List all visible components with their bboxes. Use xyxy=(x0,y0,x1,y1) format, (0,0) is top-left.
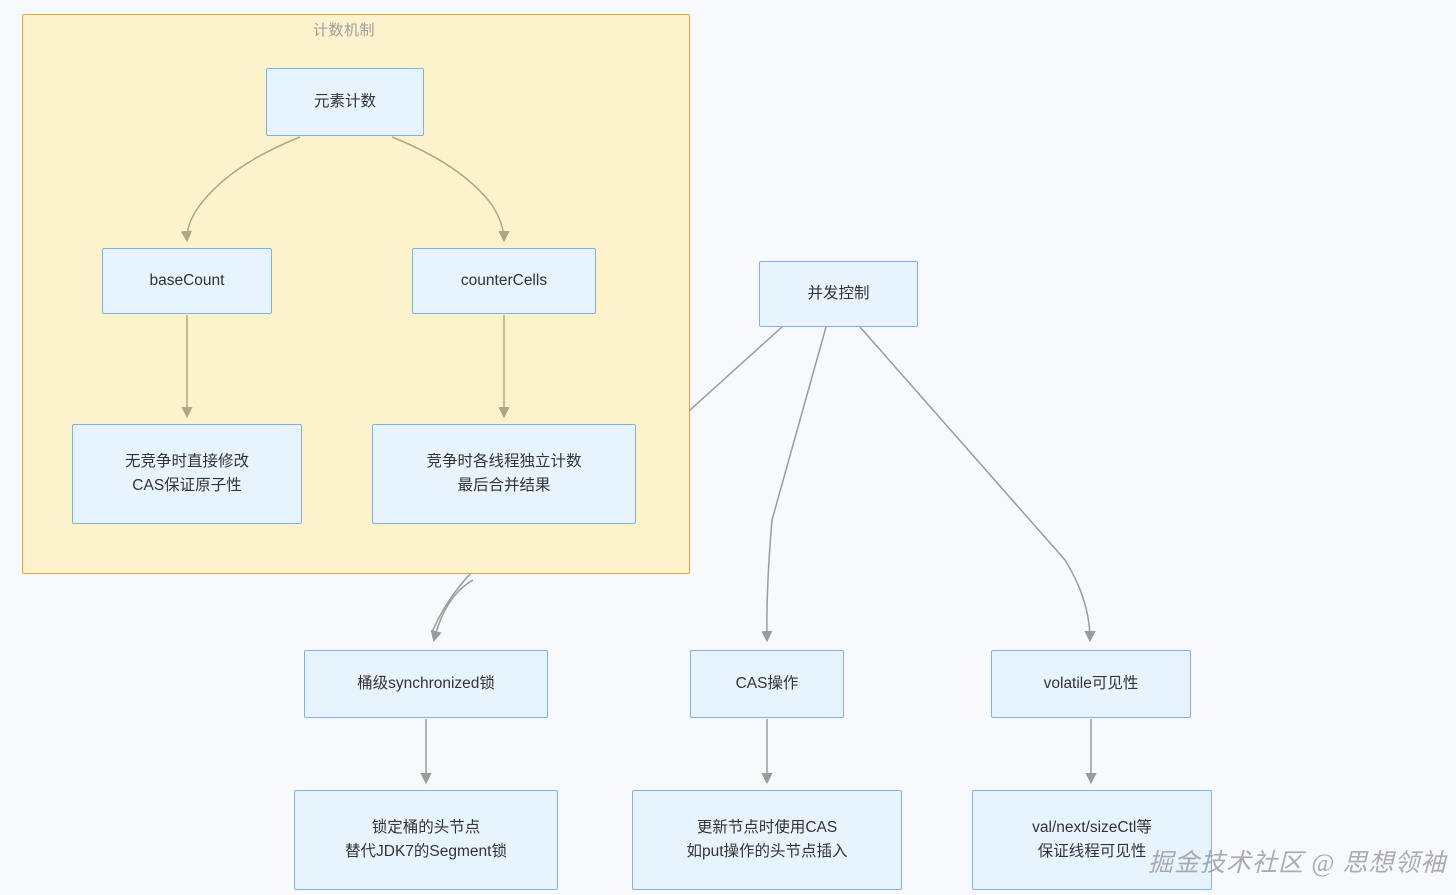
node-cas-operation[interactable]: CAS操作 xyxy=(690,650,844,718)
node-base-count[interactable]: baseCount xyxy=(102,248,272,314)
node-volatile-fields[interactable]: val/next/sizeCtl等 保证线程可见性 xyxy=(972,790,1212,890)
edge-element-count-to-counter-cells xyxy=(391,136,510,243)
node-volatile-visibility[interactable]: volatile可见性 xyxy=(991,650,1191,718)
edge-element-count-to-base-count xyxy=(180,136,301,243)
node-concurrency-control[interactable]: 并发控制 xyxy=(759,261,918,327)
edge-concurrency-to-cas-op xyxy=(761,326,827,643)
node-no-contention[interactable]: 无竞争时直接修改 CAS保证原子性 xyxy=(72,424,302,524)
node-with-contention[interactable]: 竞争时各线程独立计数 最后合并结果 xyxy=(372,424,636,524)
edge-concurrency-to-volatile-vis xyxy=(859,326,1096,643)
node-cas-update[interactable]: 更新节点时使用CAS 如put操作的头节点插入 xyxy=(632,790,902,890)
cluster-counting-mechanism-label: 计数机制 xyxy=(313,22,376,39)
node-bucket-lock[interactable]: 桶级synchronized锁 xyxy=(304,650,548,718)
edge-concurrency-to-bucket-lock-tail xyxy=(430,579,474,643)
node-counter-cells[interactable]: counterCells xyxy=(412,248,596,314)
node-lock-head-node[interactable]: 锁定桶的头节点 替代JDK7的Segment锁 xyxy=(294,790,558,890)
node-element-count[interactable]: 元素计数 xyxy=(266,68,424,136)
watermark-text: 掘金技术社区 @ 思想领袖 xyxy=(1148,850,1447,877)
